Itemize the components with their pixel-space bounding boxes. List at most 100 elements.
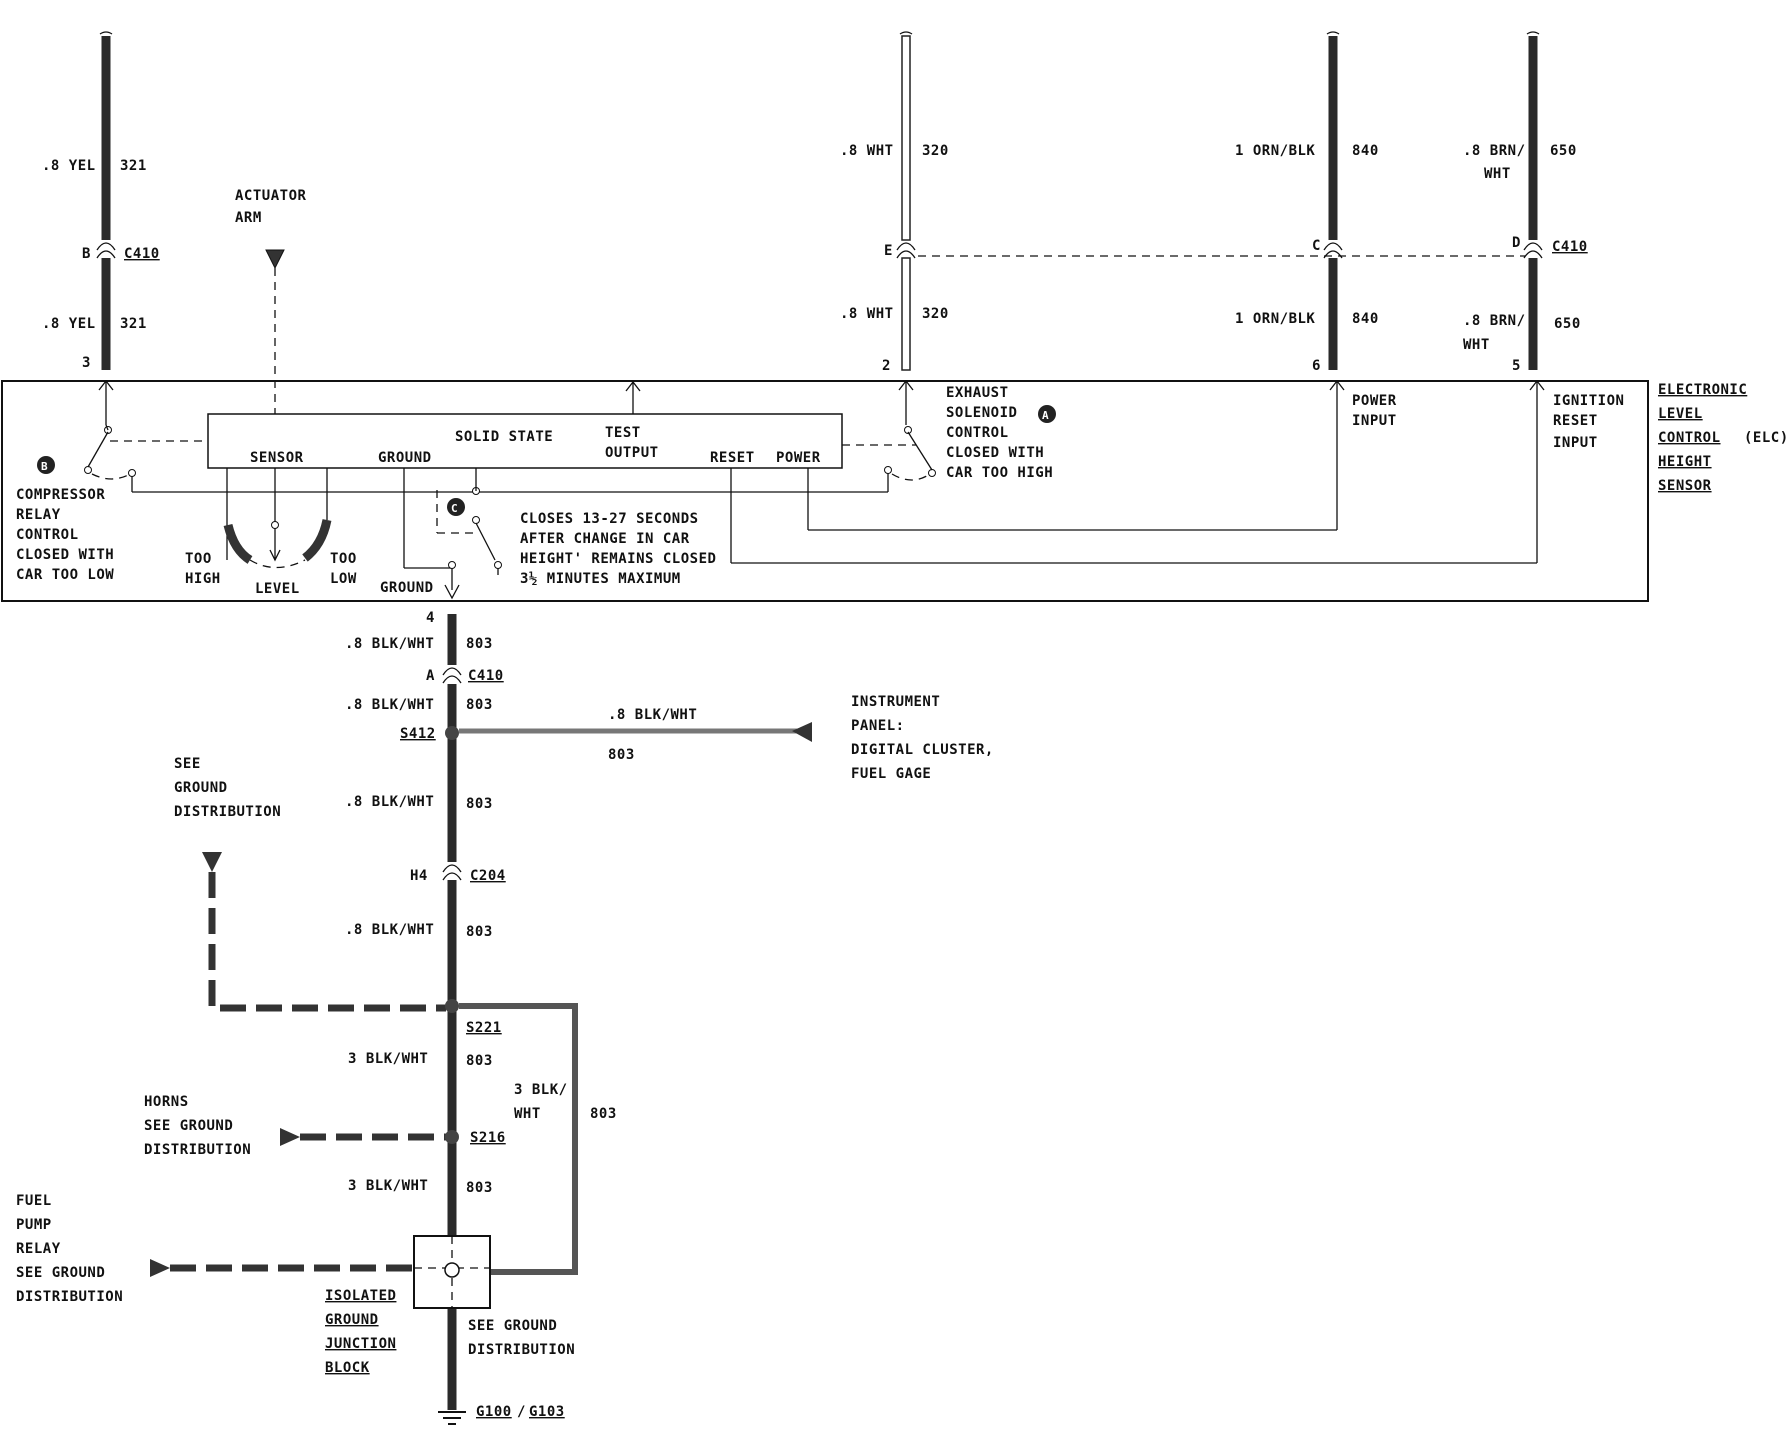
brn-bottom-label-2: WHT: [1463, 337, 1490, 353]
orn-bottom-num: 840: [1352, 311, 1379, 327]
c204-label: C204: [470, 868, 506, 884]
g100-label: G100: [476, 1404, 512, 1420]
marker-b-icon: [37, 456, 55, 474]
orn-bottom-label: 1 ORN/BLK: [1235, 311, 1315, 327]
w6-label: 3 BLK/WHT: [348, 1178, 428, 1194]
actuator-arm: ACTUATOR ARM: [235, 188, 307, 415]
w1-num: 803: [466, 636, 493, 652]
s216-splice: [445, 1130, 459, 1144]
see-ground-3: DISTRIBUTION: [174, 804, 281, 820]
compressor-line-3: CONTROL: [16, 527, 79, 543]
wire-wht-320: .8 WHT 320 E .8 WHT 320 2: [840, 31, 949, 374]
side-label-1: 3 BLK/: [514, 1082, 568, 1098]
wht-top-label: .8 WHT: [840, 143, 894, 159]
ground-label: GROUND: [378, 450, 432, 466]
closes-line-2: AFTER CHANGE IN CAR: [520, 531, 690, 547]
side-num: 803: [590, 1106, 617, 1122]
iso-line-4: BLOCK: [325, 1360, 370, 1376]
actuator-line-2: ARM: [235, 210, 262, 226]
fuel-line-3: RELAY: [16, 1241, 61, 1257]
w3-label: .8 BLK/WHT: [345, 794, 434, 810]
actuator-arrow-icon: [265, 249, 285, 270]
marker-a-icon: [1038, 405, 1056, 423]
exhaust-line-4: CLOSED WITH: [946, 445, 1044, 461]
solid-state-label: SOLID STATE: [455, 429, 553, 445]
instrument-line-3: DIGITAL CLUSTER,: [851, 742, 994, 758]
see-ground-1: SEE: [174, 756, 201, 772]
yel-bottom-num: 321: [120, 316, 147, 332]
g-slash: /: [517, 1404, 526, 1420]
elc-title-1: ELECTRONIC: [1658, 382, 1747, 398]
marker-c: C: [451, 502, 458, 515]
s412-splice: [445, 726, 459, 740]
brn-top-label-1: .8 BRN/: [1463, 143, 1526, 159]
marker-a: A: [1042, 409, 1049, 422]
compressor-line-2: RELAY: [16, 507, 61, 523]
wht-bottom-num: 320: [922, 306, 949, 322]
fuel-line-1: FUEL: [16, 1193, 52, 1209]
w5-num: 803: [466, 1053, 493, 1069]
s412-label: S412: [400, 726, 436, 742]
wht-top-num: 320: [922, 143, 949, 159]
yel-bottom-label: .8 YEL: [42, 316, 96, 332]
closes-line-4: 3½ MINUTES MAXIMUM: [520, 571, 681, 587]
ground-bottom-label: GROUND: [380, 580, 434, 596]
orn-top-num: 840: [1352, 143, 1379, 159]
output-label: OUTPUT: [605, 445, 659, 461]
exhaust-line-2: SOLENOID: [946, 405, 1017, 421]
too-low-2: LOW: [330, 571, 357, 587]
closes-line-3: HEIGHT' REMAINS CLOSED: [520, 551, 716, 567]
instrument-line-1: INSTRUMENT: [851, 694, 940, 710]
compressor-line-4: CLOSED WITH: [16, 547, 114, 563]
wire-orn-840: 1 ORN/BLK 840 C 1 ORN/BLK 840 6: [1235, 31, 1379, 374]
w2-label: .8 BLK/WHT: [345, 697, 434, 713]
too-high-2: HIGH: [185, 571, 221, 587]
brn-connector: C410: [1552, 239, 1588, 255]
g103-label: G103: [529, 1404, 565, 1420]
c204-pin: H4: [410, 868, 428, 884]
orn-connector-pin: C: [1312, 238, 1321, 254]
s221-label: S221: [466, 1020, 502, 1036]
too-low-1: TOO: [330, 551, 357, 567]
brn-top-num: 650: [1550, 143, 1577, 159]
power-label: POWER: [776, 450, 821, 466]
pin-4: 4: [426, 610, 435, 626]
elc-box: [1, 380, 1649, 602]
power-input-2: INPUT: [1352, 413, 1397, 429]
w4-label: .8 BLK/WHT: [345, 922, 434, 938]
w1-label: .8 BLK/WHT: [345, 636, 434, 652]
wht-bottom-label: .8 WHT: [840, 306, 894, 322]
closes-line-1: CLOSES 13-27 SECONDS: [520, 511, 699, 527]
horns-arrow-icon: [280, 1128, 300, 1146]
iso-line-1: ISOLATED: [325, 1288, 396, 1304]
instrument-arrow-icon: [792, 722, 812, 742]
see-ground-dist-1: SEE GROUND: [468, 1318, 557, 1334]
too-high-1: TOO: [185, 551, 212, 567]
elc-module: SOLID STATE SENSOR GROUND TEST OUTPUT RE…: [1, 379, 1786, 602]
ignition-reset-3: INPUT: [1553, 435, 1598, 451]
iso-line-3: JUNCTION: [325, 1336, 396, 1352]
ground-path: 4 .8 BLK/WHT 803 A C410 .8 BLK/WHT 803 S…: [16, 610, 994, 1425]
horns-line-3: DISTRIBUTION: [144, 1142, 251, 1158]
w5-label: 3 BLK/WHT: [348, 1051, 428, 1067]
w6-num: 803: [466, 1180, 493, 1196]
yel-top-num: 321: [120, 158, 147, 174]
solid-state-box: [207, 413, 843, 469]
brn-bottom-num: 650: [1554, 316, 1581, 332]
elc-title-2: LEVEL: [1658, 406, 1703, 422]
fuel-line-5: DISTRIBUTION: [16, 1289, 123, 1305]
test-label: TEST: [605, 425, 641, 441]
s221-splice: [445, 999, 459, 1013]
horns-line-1: HORNS: [144, 1094, 189, 1110]
branch-num: 803: [608, 747, 635, 763]
horns-line-2: SEE GROUND: [144, 1118, 233, 1134]
w4-num: 803: [466, 924, 493, 940]
power-input-1: POWER: [1352, 393, 1397, 409]
fuel-line-2: PUMP: [16, 1217, 52, 1233]
brn-elc-pin: 5: [1512, 358, 1521, 374]
wire-brn-650: .8 BRN/ WHT 650 D C410 .8 BRN/ WHT 650 5: [1463, 31, 1588, 374]
actuator-line-1: ACTUATOR: [235, 188, 307, 204]
exhaust-line-3: CONTROL: [946, 425, 1009, 441]
branch-label: .8 BLK/WHT: [608, 707, 697, 723]
